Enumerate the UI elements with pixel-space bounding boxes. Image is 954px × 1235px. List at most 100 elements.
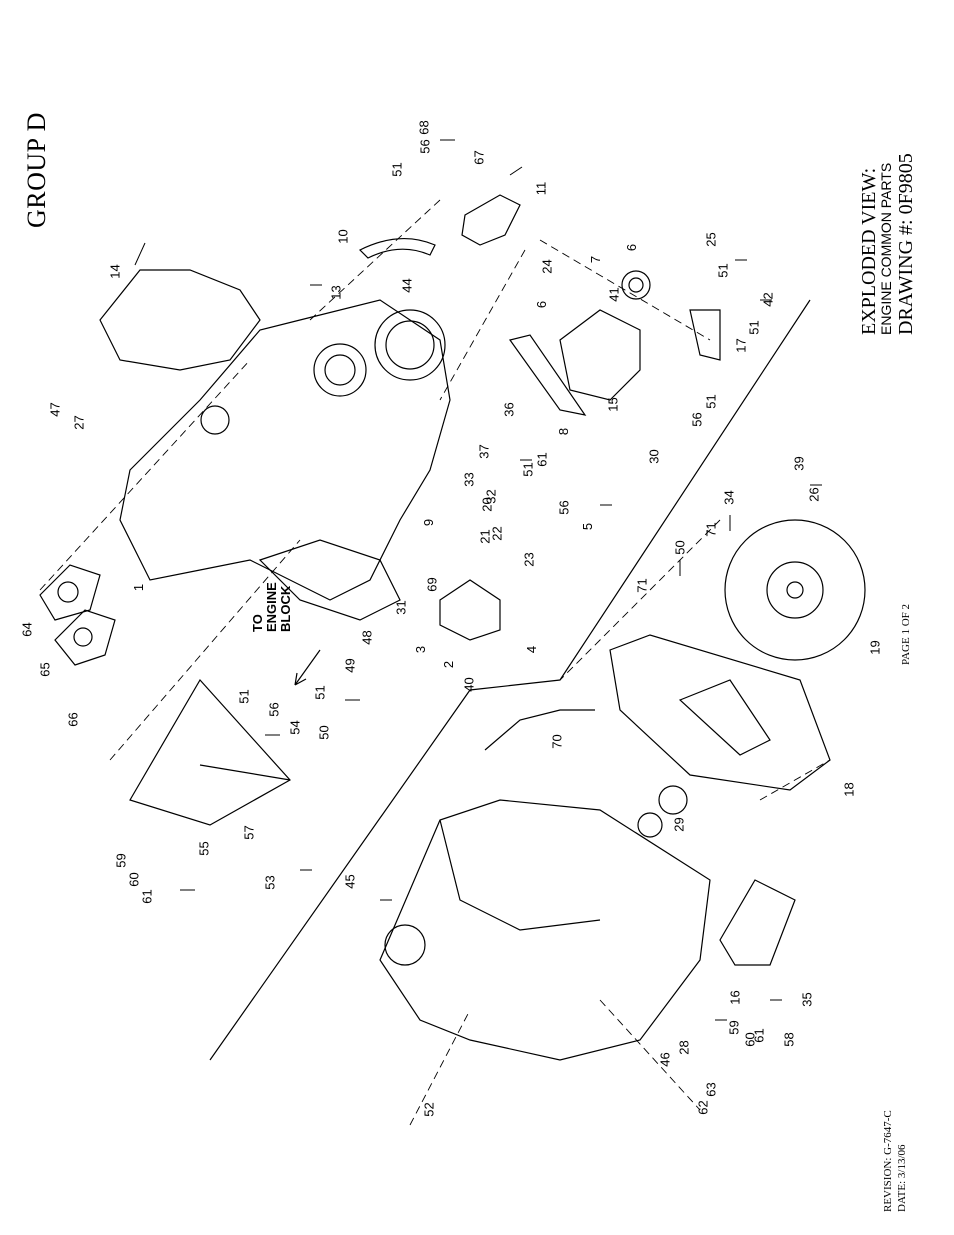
gasket-64	[39, 564, 101, 621]
pulley-large	[374, 309, 446, 381]
callout-48: 48	[359, 630, 375, 645]
callout-62: 62	[695, 1100, 711, 1115]
alternator-body	[559, 309, 641, 401]
callout-54: 54	[287, 720, 303, 735]
callout-51: 51	[312, 685, 328, 700]
alternator-bracket	[689, 309, 721, 361]
callout-53: 53	[262, 875, 278, 890]
callout-7: 7	[588, 255, 604, 264]
callout-45: 45	[342, 874, 358, 889]
callout-58: 58	[781, 1032, 797, 1047]
callout-6: 6	[534, 300, 550, 309]
water-pump-housing	[461, 194, 521, 246]
exhaust-manifold	[258, 539, 401, 621]
callout-67: 67	[471, 150, 487, 165]
callout-56: 56	[556, 500, 572, 515]
callout-61: 61	[139, 889, 155, 904]
callout-47: 47	[47, 402, 63, 417]
callout-22: 22	[489, 526, 505, 541]
seal-29	[658, 785, 688, 815]
upper-engine-assembly	[119, 299, 451, 601]
callout-50: 50	[316, 725, 332, 740]
callout-1: 1	[131, 583, 147, 592]
flywheel-19	[724, 519, 866, 661]
callout-26: 26	[806, 487, 822, 502]
callout-15: 15	[605, 397, 621, 412]
callout-11: 11	[533, 181, 549, 196]
callout-50: 50	[672, 540, 688, 555]
callout-18: 18	[841, 782, 857, 797]
callout-56: 56	[266, 702, 282, 717]
callout-23: 23	[521, 552, 537, 567]
to-engine-block-label-1: TO	[250, 614, 265, 632]
callout-29: 29	[671, 817, 687, 832]
group-title: GROUP D	[22, 112, 51, 228]
callout-46: 46	[657, 1052, 673, 1067]
to-engine-block-label-2: ENGINE	[264, 582, 279, 632]
thermostat-housing	[439, 579, 501, 641]
to-engine-block-label-3: BLOCK	[278, 585, 293, 632]
callout-13: 13	[328, 285, 344, 300]
callout-63: 63	[703, 1082, 719, 1097]
callout-64: 64	[19, 622, 35, 637]
callout-19: 19	[867, 640, 883, 655]
callout-4: 4	[524, 645, 540, 654]
fill-cap	[200, 405, 230, 435]
callout-28: 28	[676, 1040, 692, 1055]
callout-61: 61	[751, 1028, 767, 1043]
callout-27: 27	[71, 415, 87, 430]
callout-2: 2	[441, 660, 457, 669]
callout-30: 30	[646, 449, 662, 464]
callout-40: 40	[461, 677, 477, 692]
callout-55: 55	[196, 841, 212, 856]
callout-42: 42	[760, 292, 776, 307]
callout-33: 33	[461, 472, 477, 487]
callout-6: 6	[624, 243, 640, 252]
callout-35: 35	[799, 992, 815, 1007]
callout-37: 37	[476, 444, 492, 459]
callout-51: 51	[715, 263, 731, 278]
callout-65: 65	[37, 662, 53, 677]
lower-fill-cap	[384, 924, 426, 966]
callout-10: 10	[335, 229, 351, 244]
callout-39: 39	[791, 456, 807, 471]
callout-51: 51	[236, 689, 252, 704]
callout-49: 49	[342, 658, 358, 673]
callout-32: 32	[483, 489, 499, 504]
revision-line: REVISION: G-7647-C	[882, 1110, 894, 1212]
title-line-3: DRAWING #: 0F9805	[895, 153, 917, 335]
callout-3: 3	[413, 645, 429, 654]
pulley-small	[313, 343, 367, 397]
callout-66: 66	[65, 712, 81, 727]
drive-belt	[358, 237, 436, 259]
callout-71: 71	[634, 578, 650, 593]
callout-69: 69	[424, 577, 440, 592]
callout-25: 25	[703, 232, 719, 247]
starter-16	[719, 879, 796, 966]
air-intake-housing	[99, 269, 261, 371]
callout-51: 51	[389, 162, 405, 177]
section-divider-line	[209, 299, 811, 1061]
callout-17: 17	[733, 338, 749, 353]
callout-57: 57	[241, 825, 257, 840]
callout-56: 56	[689, 412, 705, 427]
page-label: PAGE 1 OF 2	[900, 603, 912, 665]
adapter-plate-18	[609, 634, 831, 791]
callout-24: 24	[539, 259, 555, 274]
callout-8: 8	[556, 427, 572, 436]
callout-59: 59	[726, 1020, 742, 1035]
alternator-pulley	[621, 270, 651, 300]
revision-date: DATE: 3/13/06	[896, 1144, 908, 1212]
title-line-2: ENGINE COMMON PARTS	[878, 162, 894, 335]
flange-65	[54, 609, 116, 666]
wire-harness-70	[484, 709, 595, 751]
callout-51: 51	[520, 462, 536, 477]
callout-70: 70	[549, 734, 565, 749]
callout-5: 5	[580, 522, 596, 531]
callout-51: 51	[746, 320, 762, 335]
callout-9: 9	[421, 518, 437, 527]
callout-68: 68	[416, 120, 432, 135]
callout-36: 36	[501, 402, 517, 417]
